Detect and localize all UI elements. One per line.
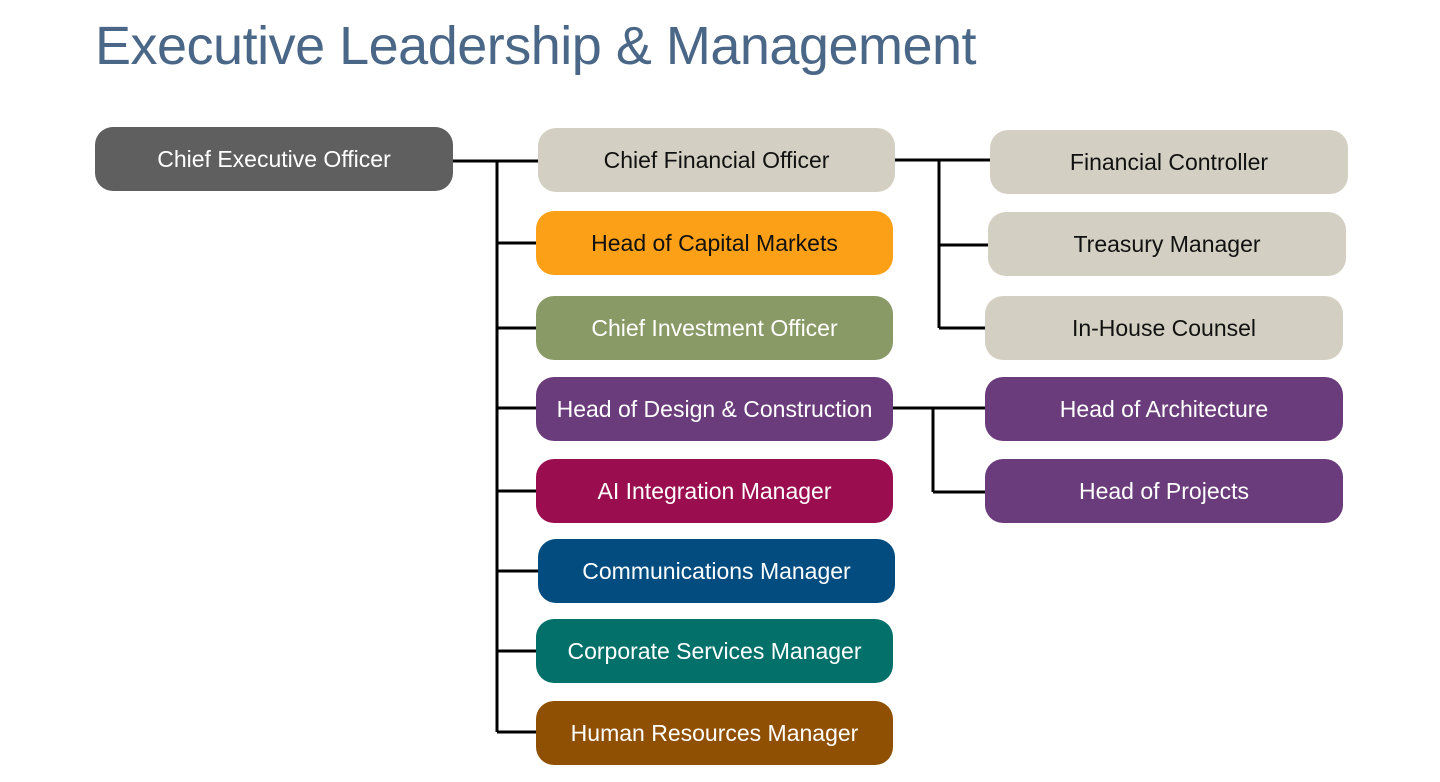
node-label: Human Resources Manager bbox=[570, 719, 859, 746]
node-head-of-architecture: Head of Architecture bbox=[985, 377, 1343, 441]
node-head-of-projects: Head of Projects bbox=[985, 459, 1343, 523]
node-label: Chief Executive Officer bbox=[157, 145, 391, 172]
node-corporate-services-manager: Corporate Services Manager bbox=[536, 619, 893, 683]
node-label: Head of Projects bbox=[1078, 477, 1250, 504]
page-title: Executive Leadership & Management bbox=[95, 16, 977, 76]
node-label: Treasury Manager bbox=[1073, 230, 1261, 257]
node-treasury-manager: Treasury Manager bbox=[988, 212, 1346, 276]
node-label: Chief Investment Officer bbox=[591, 314, 838, 341]
node-financial-controller: Financial Controller bbox=[990, 130, 1348, 194]
node-label: Head of Architecture bbox=[1059, 395, 1269, 422]
node-label: Chief Financial Officer bbox=[603, 146, 830, 173]
node-label: Communications Manager bbox=[582, 557, 851, 584]
node-label: Head of Design & Construction bbox=[556, 395, 873, 422]
node-chief-financial-officer: Chief Financial Officer bbox=[538, 128, 895, 192]
node-label: AI Integration Manager bbox=[597, 477, 832, 504]
node-chief-executive-officer: Chief Executive Officer bbox=[95, 127, 453, 191]
node-label: Head of Capital Markets bbox=[591, 229, 838, 256]
node-human-resources-manager: Human Resources Manager bbox=[536, 701, 893, 765]
node-ai-integration-manager: AI Integration Manager bbox=[536, 459, 893, 523]
node-label: In-House Counsel bbox=[1071, 314, 1257, 341]
node-head-of-capital-markets: Head of Capital Markets bbox=[536, 211, 893, 275]
node-chief-investment-officer: Chief Investment Officer bbox=[536, 296, 893, 360]
node-head-of-design-construction: Head of Design & Construction bbox=[536, 377, 893, 441]
node-in-house-counsel: In-House Counsel bbox=[985, 296, 1343, 360]
node-label: Corporate Services Manager bbox=[567, 637, 862, 664]
node-label: Financial Controller bbox=[1069, 148, 1269, 175]
node-communications-manager: Communications Manager bbox=[538, 539, 895, 603]
